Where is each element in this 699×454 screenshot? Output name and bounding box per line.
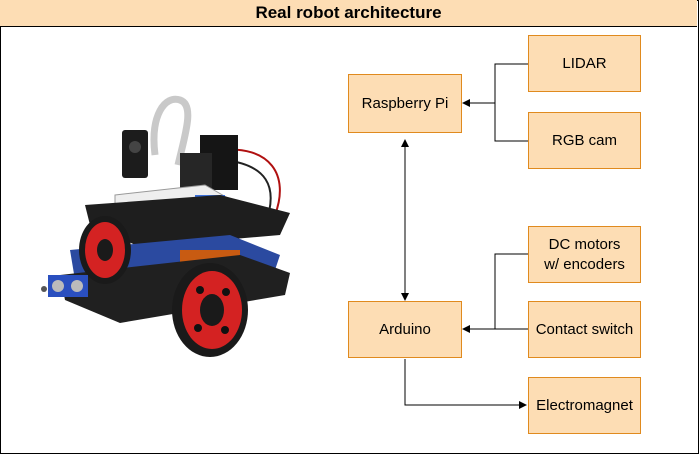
dcmotors-link xyxy=(494,253,528,329)
arduino-electromagnet-link xyxy=(404,359,527,409)
dc-motors-node: DC motors w/ encoders xyxy=(528,226,641,283)
lidar-node: LIDAR xyxy=(528,35,641,92)
contact-switch-label: Contact switch xyxy=(535,320,634,338)
electromagnet-node: Electromagnet xyxy=(528,377,641,434)
rgb-cam-node: RGB cam xyxy=(528,112,641,169)
rgb-cam-label: RGB cam xyxy=(551,131,617,149)
contact-switch-node: Contact switch xyxy=(528,301,641,358)
lidar-label: LIDAR xyxy=(562,54,607,72)
arduino-label: Arduino xyxy=(379,320,431,338)
raspberry-pi-label: Raspberry Pi xyxy=(361,94,449,112)
arduino-node: Arduino xyxy=(348,301,462,358)
robot-car-image xyxy=(41,95,290,357)
diagram-title: Real robot architecture xyxy=(0,0,697,27)
raspberry-pi-node: Raspberry Pi xyxy=(348,74,462,133)
lidar-link xyxy=(494,63,528,103)
dc-motors-label: DC motors w/ encoders xyxy=(544,235,625,273)
rgbcam-link xyxy=(494,103,528,142)
electromagnet-label: Electromagnet xyxy=(536,396,633,414)
